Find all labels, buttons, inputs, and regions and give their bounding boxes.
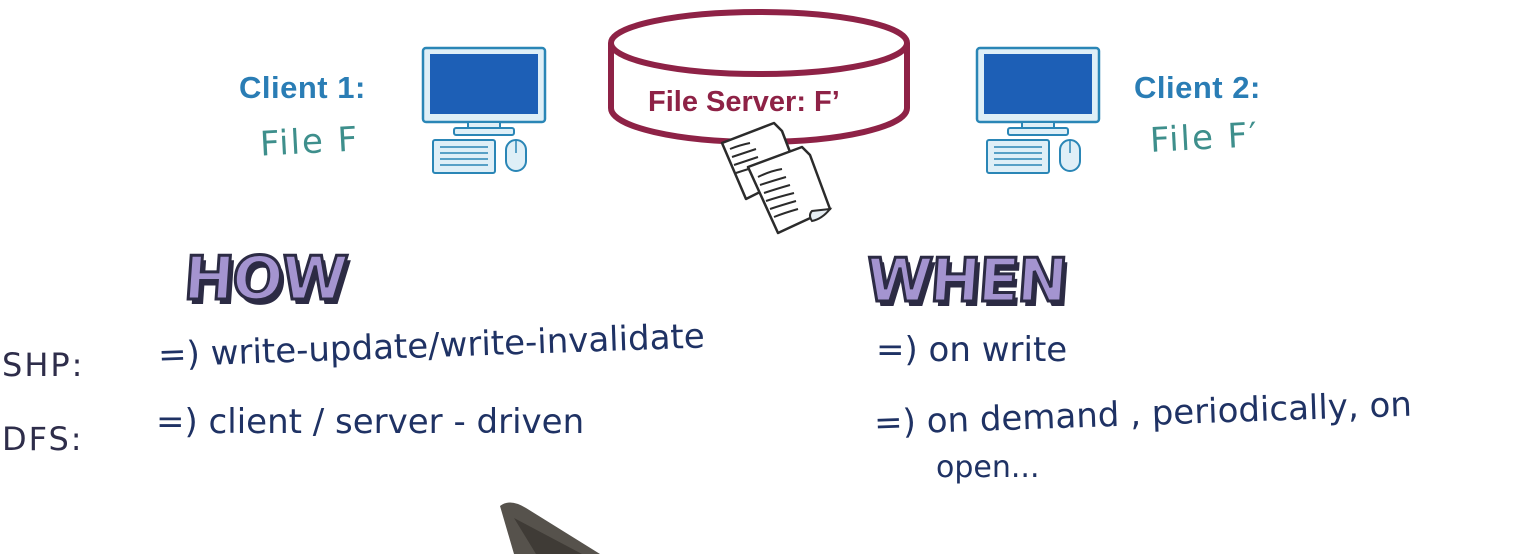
dfs-how-text: =) client / server - driven	[156, 402, 585, 442]
shp-label: SHP:	[2, 346, 85, 384]
server-label: File Server: F’	[648, 86, 840, 118]
shp-how-text: =) write-update/write-invalidate	[157, 316, 706, 376]
database-icon	[608, 9, 910, 145]
shp-when-text: =) on write	[876, 330, 1068, 370]
how-heading: HOW	[180, 243, 349, 316]
client-2-label: Client 2:	[1134, 70, 1261, 105]
computer-icon	[975, 46, 1101, 174]
computer-icon	[421, 46, 547, 174]
client-1-label: Client 1:	[239, 70, 366, 105]
client-1-file: File F	[259, 119, 361, 165]
dfs-label: DFS:	[2, 420, 84, 458]
client-2-file: File F′	[1149, 115, 1260, 161]
when-heading: WHEN	[862, 245, 1070, 318]
dfs-when-text: =) on demand , periodically, on	[873, 384, 1413, 444]
pen-tip-icon	[500, 502, 600, 554]
documents-icon	[720, 121, 833, 235]
dfs-when-text-continued: open...	[936, 450, 1040, 485]
